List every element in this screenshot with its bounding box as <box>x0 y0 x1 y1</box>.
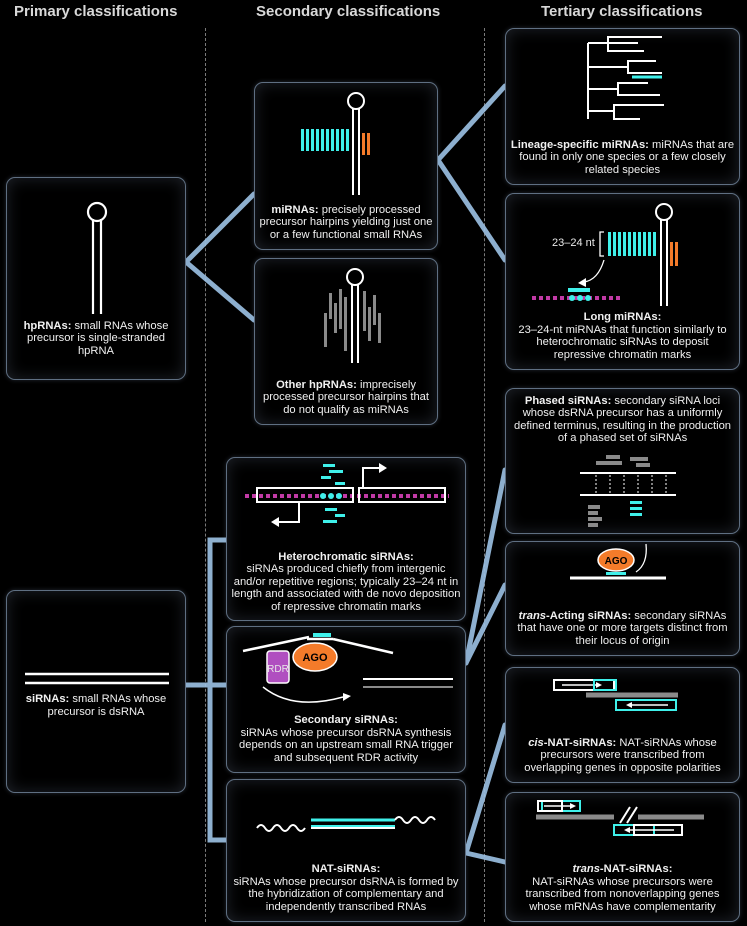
trans-nat-desc: NAT-siRNAs whose precursors were transcr… <box>525 875 720 913</box>
ago-label-2: AGO <box>605 556 628 567</box>
cis-nat-icon <box>553 679 678 711</box>
heterochromatic-icon <box>245 463 449 527</box>
long-mirnas-box: 23–24 nt Long miRNAs:23–24-nt miRNAs tha… <box>505 193 740 370</box>
nt-length-label: 23–24 nt <box>552 237 595 249</box>
hprnas-term: hpRNAs: <box>23 319 72 332</box>
trans-acting-caption: trans-Acting siRNAs: secondary siRNAs th… <box>510 610 735 647</box>
ago-label: AGO <box>302 652 328 664</box>
secondary-header: Secondary classifications <box>256 3 441 20</box>
nat-sirnas-term: NAT-siRNAs: <box>311 863 381 876</box>
other-hairpin-icon <box>324 268 381 363</box>
other-hprnas-term: Other hpRNAs: <box>276 378 357 391</box>
nat-sirnas-box: NAT-siRNAs:siRNAs whose precursor dsRNA … <box>226 779 466 922</box>
mirnas-caption: miRNAs: precisely processed precursor ha… <box>259 204 433 241</box>
hairpin-icon <box>86 201 108 314</box>
mirnas-desc: precisely processed precursor hairpins y… <box>259 203 433 241</box>
mirnas-box: miRNAs: precisely processed precursor ha… <box>254 82 438 250</box>
sirnas-term: siRNAs: <box>25 693 70 706</box>
long-mirnas-desc: 23–24-nt miRNAs that function similarly … <box>518 323 727 361</box>
other-hprnas-caption: Other hpRNAs: imprecisely processed prec… <box>259 379 433 416</box>
column-divider-right <box>484 28 485 922</box>
phased-term: Phased siRNAs: <box>524 395 612 407</box>
hprnas-box: hpRNAs: small RNAs whose precursor is si… <box>6 177 186 380</box>
trans-acting-term-italic: trans <box>518 609 547 622</box>
phased-desc: secondary siRNA loci whose dsRNA precurs… <box>513 395 732 445</box>
trans-acting-box: AGO trans-Acting siRNAs: secondary siRNA… <box>505 541 740 656</box>
trans-nat-caption: trans-NAT-siRNAs:NAT-siRNAs whose precur… <box>510 863 735 913</box>
heterochromatic-box: Heterochromatic siRNAs:siRNAs produced c… <box>226 457 466 621</box>
mirna-hairpin-icon <box>301 92 370 195</box>
phased-caption: Phased siRNAs: secondary siRNA loci whos… <box>510 395 735 445</box>
trans-nat-icon <box>536 800 704 836</box>
nat-sirnas-desc: siRNAs whose precursor dsRNA is formed b… <box>233 875 459 913</box>
secondary-sirnas-caption: Secondary siRNAs:siRNAs whose precursor … <box>231 714 461 764</box>
rdr-label: RDR <box>267 664 289 675</box>
long-mirnas-caption: Long miRNAs:23–24-nt miRNAs that functio… <box>510 311 735 361</box>
cis-nat-desc: NAT-siRNAs whose precursors were transcr… <box>524 736 721 774</box>
tertiary-header: Tertiary classifications <box>541 3 703 20</box>
cis-nat-term-rest: -NAT-siRNAs: <box>543 736 617 749</box>
mirnas-term: miRNAs: <box>271 203 319 216</box>
hprnas-desc: small RNAs whose precursor is single-str… <box>26 319 169 357</box>
lineage-term: Lineage-specific miRNAs: <box>510 138 649 151</box>
dsrna-icon <box>25 672 169 685</box>
nat-sirna-icon <box>256 816 436 832</box>
trans-nat-term: trans-NAT-siRNAs: <box>573 863 673 875</box>
lineage-caption: Lineage-specific miRNAs: miRNAs that are… <box>510 139 735 176</box>
lineage-box: Lineage-specific miRNAs: miRNAs that are… <box>505 28 740 185</box>
hprnas-caption: hpRNAs: small RNAs whose precursor is si… <box>11 320 181 357</box>
trans-nat-term-italic: trans <box>572 863 600 876</box>
secondary-sirnas-box: RDR AGO Secondary siRNAs:siRNAs whose pr… <box>226 626 466 773</box>
column-divider-left <box>205 28 206 922</box>
heterochromatic-desc: siRNAs produced chiefly from intergenic … <box>231 563 461 613</box>
long-mirnas-term: Long miRNAs: <box>583 311 662 324</box>
cis-nat-term: cis-NAT-siRNAs: <box>528 737 616 749</box>
long-mirna-icon: 23–24 nt <box>532 203 678 306</box>
heterochromatic-term: Heterochromatic siRNAs: <box>278 550 414 563</box>
trans-nat-box: trans-NAT-siRNAs:NAT-siRNAs whose precur… <box>505 792 740 922</box>
secondary-sirna-icon: RDR AGO <box>242 633 453 703</box>
trans-acting-desc: secondary siRNAs that have one or more t… <box>517 609 728 647</box>
phased-sirna-icon <box>580 455 676 527</box>
cis-nat-term-italic: cis <box>528 736 544 749</box>
heterochromatic-caption: Heterochromatic siRNAs:siRNAs produced c… <box>231 551 461 613</box>
trans-nat-term-rest: -NAT-siRNAs: <box>599 863 673 876</box>
cis-nat-box: cis-NAT-siRNAs: NAT-siRNAs whose precurs… <box>505 667 740 783</box>
sirnas-caption: siRNAs: small RNAs whose precursor is ds… <box>11 693 181 718</box>
trans-acting-term-rest: -Acting siRNAs: <box>546 609 632 622</box>
cis-nat-caption: cis-NAT-siRNAs: NAT-siRNAs whose precurs… <box>510 737 735 774</box>
nat-sirnas-caption: NAT-siRNAs:siRNAs whose precursor dsRNA … <box>231 863 461 913</box>
sirnas-desc: small RNAs whose precursor is dsRNA <box>47 693 167 718</box>
secondary-sirnas-term: Secondary siRNAs: <box>294 714 398 727</box>
phased-box: Phased siRNAs: secondary siRNA loci whos… <box>505 388 740 534</box>
other-hprnas-box: Other hpRNAs: imprecisely processed prec… <box>254 258 438 425</box>
ago-target-icon: AGO <box>570 543 666 580</box>
lineage-desc: miRNAs that are found in only one specie… <box>519 138 735 176</box>
phylogeny-tree-icon <box>587 36 664 120</box>
trans-acting-term: trans-Acting siRNAs: <box>519 610 632 622</box>
other-hprnas-desc: imprecisely processed precursor hairpins… <box>262 378 430 416</box>
primary-header: Primary classifications <box>14 3 178 20</box>
sirnas-box: siRNAs: small RNAs whose precursor is ds… <box>6 590 186 793</box>
secondary-sirnas-desc: siRNAs whose precursor dsRNA synthesis d… <box>239 726 453 764</box>
